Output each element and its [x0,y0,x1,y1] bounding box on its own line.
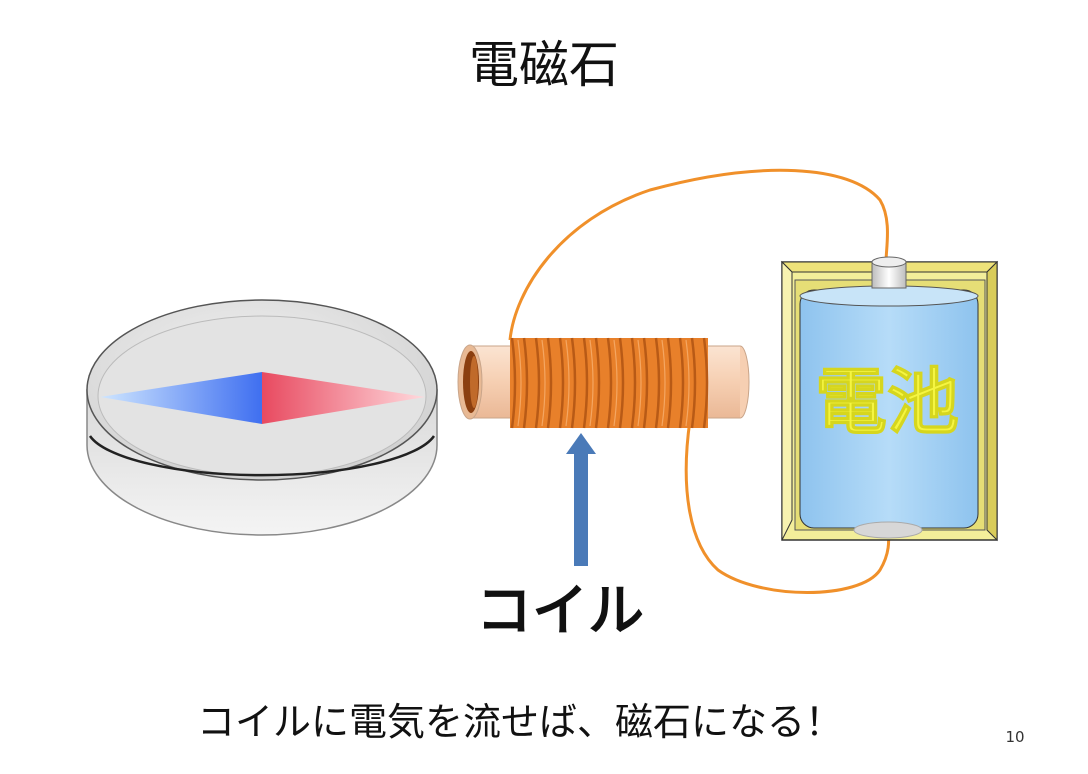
coil-icon [457,337,750,429]
wire-top [508,168,889,341]
coil-label: コイル [476,579,644,644]
slide-title: 電磁石 [469,36,619,94]
slide-caption: コイルに電気を流せば、磁石になる！ [196,700,843,744]
page-number: 10 [1005,728,1025,746]
battery-label: 電池 [815,360,959,444]
battery-icon: 電池 [780,256,999,542]
arrow-up-icon [566,433,596,566]
compass-needle-north [262,372,425,424]
wire-bottom [684,419,891,594]
compass-needle-south [100,372,262,424]
compass-icon [86,299,438,536]
